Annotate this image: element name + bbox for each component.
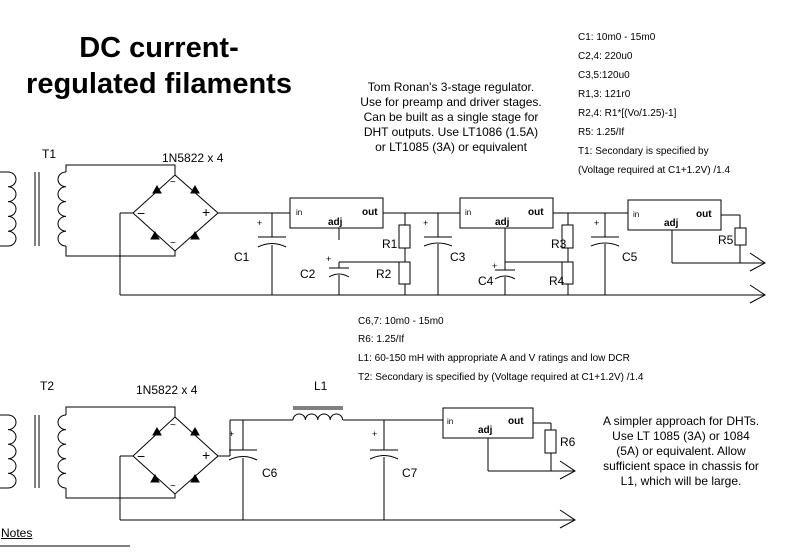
note-r24: R2,4: R1*[(Vo/1.25)-1] <box>578 108 677 119</box>
description-top-line-2: Use for preamp and driver stages. <box>360 95 542 109</box>
c3-plus-icon: + <box>423 218 429 228</box>
bridge2-plus-icon: + <box>202 447 211 463</box>
label-r4: R4 <box>549 274 565 288</box>
bridge1-ac-bottom-icon: ~ <box>170 238 176 249</box>
c7-plus-icon: + <box>372 429 378 439</box>
label-c7: C7 <box>402 466 418 480</box>
notes-link[interactable]: Notes <box>1 526 33 540</box>
reg4-adj-label: adj <box>478 425 493 436</box>
label-r2: R2 <box>376 267 392 281</box>
bridge1-minus-icon: − <box>137 205 146 221</box>
label-c6: C6 <box>262 466 278 480</box>
note-c35: C3,5:120u0 <box>578 70 630 81</box>
title-line-2: regulated filaments <box>26 68 292 100</box>
note-c1: C1: 10m0 - 15m0 <box>578 32 656 43</box>
reg3-in-label: in <box>633 210 640 219</box>
label-c5: C5 <box>622 250 638 264</box>
label-c3: C3 <box>450 250 466 264</box>
note-l1: L1: 60-150 mH with appropriate A and V r… <box>358 353 630 364</box>
label-bridge-1: 1N5822 x 4 <box>162 151 224 165</box>
description-bottom-line-1: A simpler approach for DHTs. <box>602 414 760 428</box>
note-t1-formula: (Voltage required at C1+1.2V) /1.4 <box>578 165 731 176</box>
bridge1-plus-icon: + <box>202 204 211 220</box>
label-bridge-2: 1N5822 x 4 <box>136 383 198 397</box>
reg1-out-label: out <box>362 207 378 218</box>
label-r5: R5 <box>718 233 734 247</box>
description-bottom-line-2: Use LT 1085 (3A) or 1084 <box>612 429 750 443</box>
c5-plus-icon: + <box>594 218 600 228</box>
c1-plus-icon: + <box>257 218 263 228</box>
note-r13: R1,3: 121r0 <box>578 89 631 100</box>
note-r5: R5: 1.25/If <box>578 127 625 138</box>
reg3-out-label: out <box>696 209 712 220</box>
bridge-rectifier-2 <box>119 416 231 520</box>
reg1-in-label: in <box>296 208 303 217</box>
reg2-out-label: out <box>528 207 544 218</box>
inductor-l1 <box>292 406 344 421</box>
label-c2: C2 <box>300 267 316 281</box>
reg4-in-label: in <box>447 417 454 426</box>
description-top-line-1: Tom Ronan's 3-stage regulator. <box>367 80 535 94</box>
label-c1: C1 <box>234 250 250 264</box>
bridge2-ac-top-icon: ~ <box>170 420 176 431</box>
note-c24: C2,4: 220u0 <box>578 51 633 62</box>
bridge2-ac-bottom-icon: ~ <box>170 481 176 492</box>
label-t1: T1 <box>42 147 57 161</box>
transformer-t1 <box>0 164 176 257</box>
label-c4: C4 <box>478 274 494 288</box>
c2-plus-icon: + <box>326 254 332 264</box>
description-bottom-line-4: sufficient space in chassis for <box>603 459 759 473</box>
c6-plus-icon: + <box>229 429 235 439</box>
transformer-t2 <box>0 406 176 499</box>
capacitor-c1 <box>257 213 287 295</box>
reg1-adj-label: adj <box>328 217 343 228</box>
label-r6: R6 <box>560 435 576 449</box>
c4-plus-icon: + <box>492 261 498 271</box>
reg4-out-label: out <box>508 416 524 427</box>
note-t1-spec: T1: Secondary is specified by <box>578 146 709 157</box>
bridge2-minus-icon: − <box>137 448 146 464</box>
note-c67: C6,7: 10m0 - 15m0 <box>358 316 444 327</box>
reg3-adj-label: adj <box>664 218 679 229</box>
label-r3: R3 <box>551 237 567 251</box>
reg2-in-label: in <box>465 208 472 217</box>
label-l1: L1 <box>314 379 328 393</box>
reg2-adj-label: adj <box>495 217 510 228</box>
note-r6: R6: 1.25/If <box>358 334 405 345</box>
bridge1-ac-top-icon: ~ <box>170 177 176 188</box>
note-t2: T2: Secondary is specified by (Voltage r… <box>358 372 644 383</box>
description-bottom-line-3: (5A) or equivalent. Allow <box>616 444 746 458</box>
description-top-line-5: or LT1085 (3A) or equivalent <box>375 140 527 154</box>
description-top-line-3: Can be built as a single stage for <box>363 110 539 124</box>
description-top-line-4: DHT outputs. Use LT1086 (1.5A) <box>363 125 539 139</box>
bridge-rectifier-1 <box>119 174 290 295</box>
title-line-1: DC current- <box>79 32 239 64</box>
label-r1: R1 <box>382 237 398 251</box>
label-t2: T2 <box>40 379 55 393</box>
description-bottom-line-5: L1, which will be large. <box>620 474 742 488</box>
